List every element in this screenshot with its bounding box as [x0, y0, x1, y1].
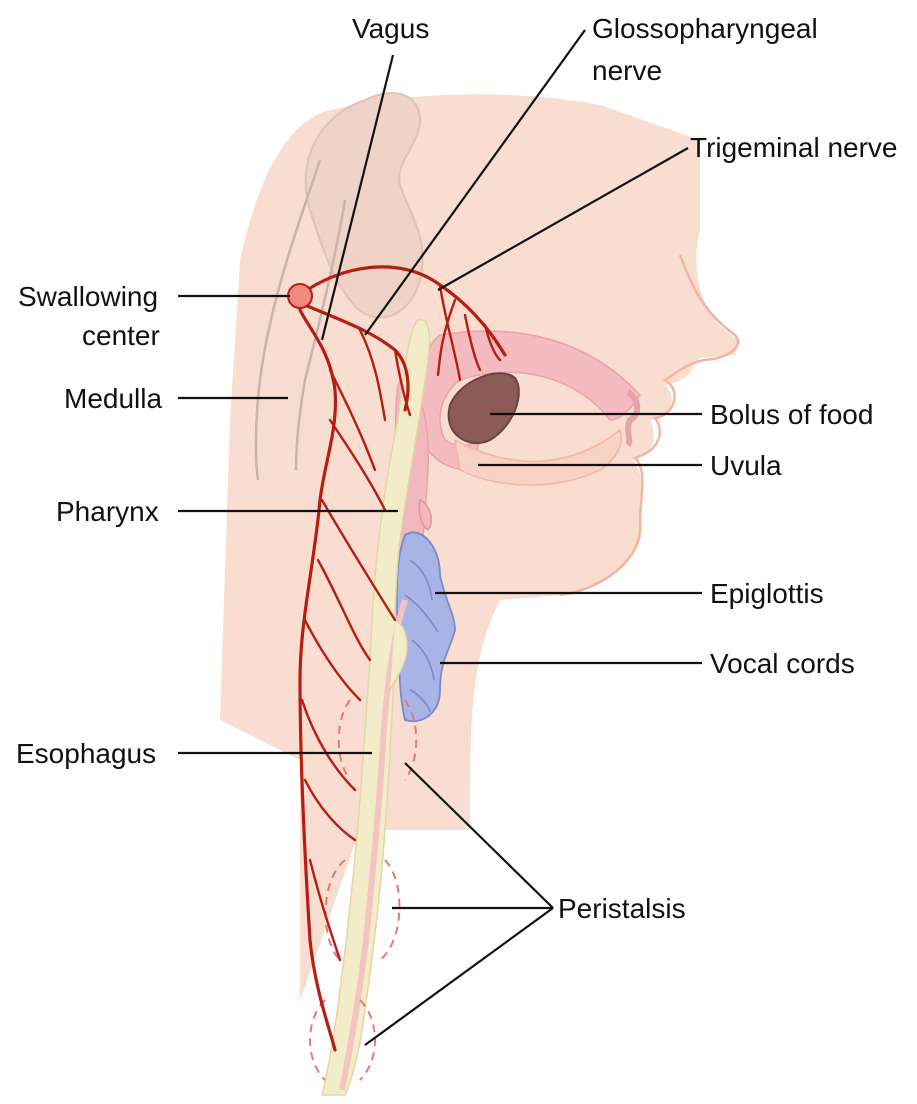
label-glossopharyngeal-line1: Glossopharyngeal [592, 13, 818, 44]
label-epiglottis: Epiglottis [710, 578, 824, 609]
label-vagus: Vagus [352, 13, 429, 44]
swallowing-center-dot [288, 284, 312, 308]
label-swallowing-center-line2: center [82, 320, 160, 351]
label-glossopharyngeal-line2: nerve [592, 55, 662, 86]
leader-peristalsis-lower [365, 908, 553, 1045]
label-medulla: Medulla [64, 383, 162, 414]
label-vocal-cords: Vocal cords [710, 648, 855, 679]
label-bolus-of-food: Bolus of food [710, 399, 873, 430]
leader-peristalsis-upper [405, 763, 553, 908]
label-peristalsis: Peristalsis [558, 893, 686, 924]
label-trigeminal-nerve: Trigeminal nerve [690, 132, 897, 163]
head-silhouette [220, 94, 740, 1000]
label-uvula: Uvula [710, 450, 782, 481]
label-pharynx: Pharynx [56, 496, 159, 527]
label-esophagus: Esophagus [16, 738, 156, 769]
label-swallowing-center-line1: Swallowing [18, 281, 158, 312]
